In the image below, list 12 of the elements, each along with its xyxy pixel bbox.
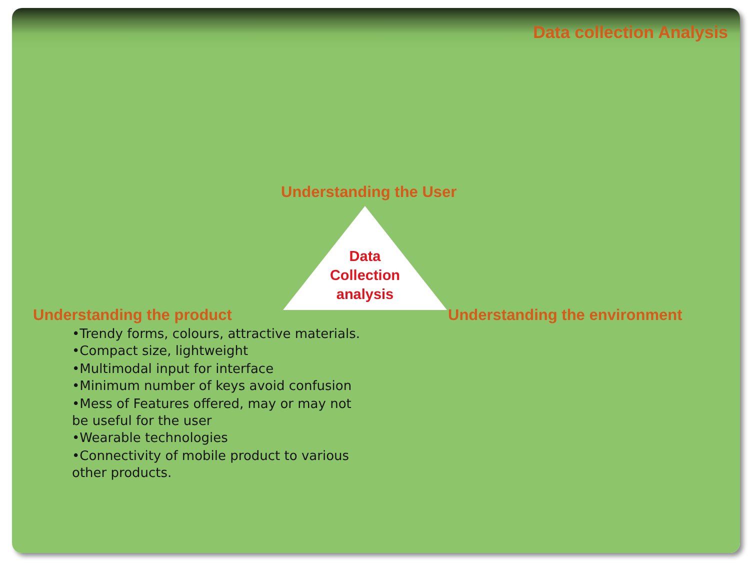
node-label: Data Collection analysis bbox=[328, 248, 402, 305]
section-heading: Understanding the User bbox=[281, 184, 457, 202]
bullet-item: •Compact size, lightweight bbox=[72, 343, 250, 361]
bullet-item: •Connectivity of mobile product to various other products. bbox=[72, 448, 350, 483]
bullet-item: •Multimodal input for interface bbox=[72, 360, 275, 378]
bullet-item: •Minimum number of keys avoid confusion bbox=[72, 378, 353, 396]
slide-title: Data collection Analysis bbox=[533, 23, 728, 43]
section-heading: Understanding the environment bbox=[448, 307, 682, 325]
bullet-item: •Trendy forms, colours, attractive materials. bbox=[72, 326, 362, 344]
section-heading: Understanding the product bbox=[33, 307, 232, 325]
bullet-item: •Mess of Features offered, may or may not be useful for the user bbox=[72, 396, 352, 430]
bullet-item: •Wearable technologies bbox=[72, 430, 229, 448]
